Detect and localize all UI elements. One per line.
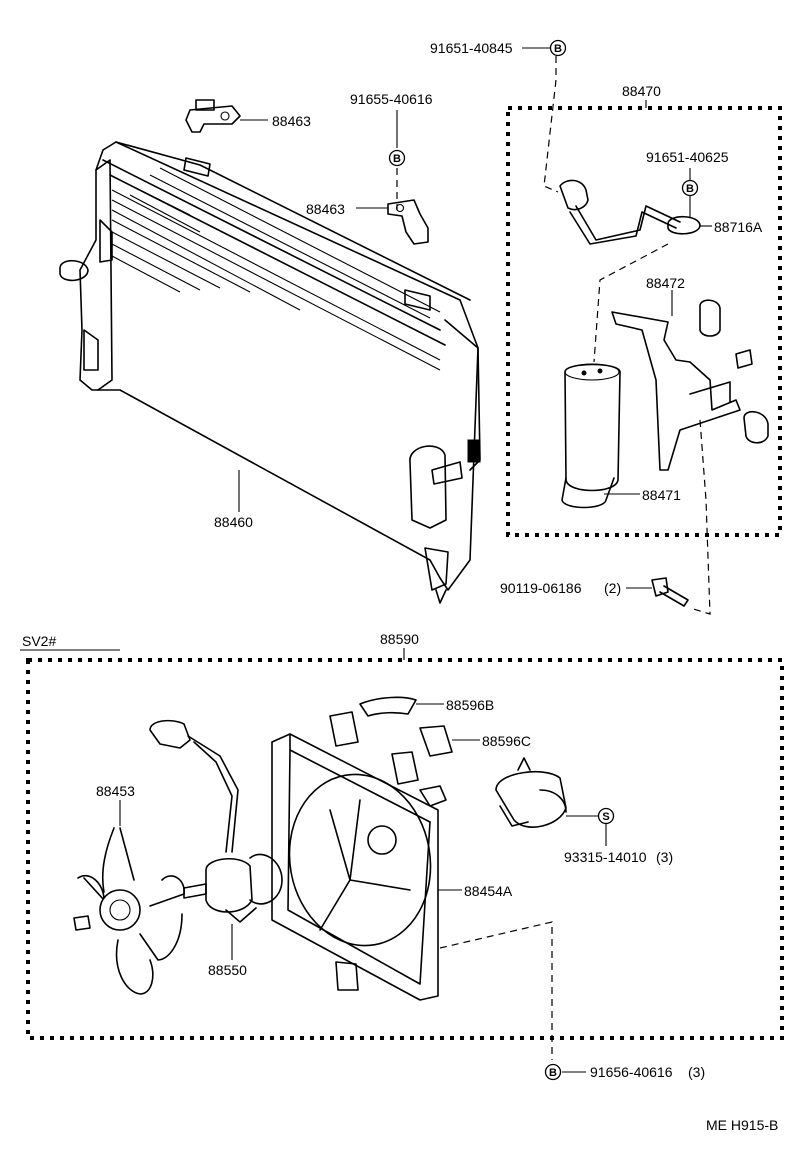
label-88596b: 88596B xyxy=(446,697,494,713)
assembly-88470-box xyxy=(506,100,782,537)
label-88590: 88590 xyxy=(380,631,419,647)
bracket-88463-top xyxy=(185,99,241,133)
fan-shroud-88454a xyxy=(271,711,447,1001)
label-90119-06186: 90119-06186 xyxy=(500,580,582,596)
code-b-mid: B xyxy=(388,149,406,167)
label-91656-40616: 91656-40616 xyxy=(590,1064,673,1080)
fan-motor-right xyxy=(495,757,567,828)
condenser-88460 xyxy=(59,141,481,604)
label-88463-mid: 88463 xyxy=(306,201,345,217)
label-91651-40625: 91651-40625 xyxy=(646,149,729,165)
drawing-reference: ME H915-B xyxy=(706,1117,778,1133)
code-s-93315: S xyxy=(597,807,615,825)
assembly-88590-box xyxy=(20,648,784,1040)
label-93315-14010: 93315-14010 xyxy=(564,849,647,865)
label-88453: 88453 xyxy=(96,783,135,799)
label-91651-40845: 91651-40845 xyxy=(430,40,513,56)
svg-text:B: B xyxy=(393,153,401,165)
code-b-bottom: B xyxy=(544,1063,562,1081)
label-88463-top: 88463 xyxy=(272,113,311,129)
label-88716a: 88716A xyxy=(714,219,763,235)
bracket-88463-mid xyxy=(387,199,429,245)
label-88454a: 88454A xyxy=(464,883,513,899)
seal-88596c xyxy=(419,725,453,757)
receiver-88471 xyxy=(561,363,621,509)
label-88470: 88470 xyxy=(622,83,661,99)
svg-text:S: S xyxy=(602,811,609,823)
label-93315-qty: (3) xyxy=(656,849,673,865)
leader-lines xyxy=(119,47,712,1073)
label-91655-40616: 91655-40616 xyxy=(350,91,433,107)
bolt-90119 xyxy=(651,577,689,607)
label-91656-qty: (3) xyxy=(688,1064,705,1080)
label-88471: 88471 xyxy=(642,487,681,503)
label-90119-qty: (2) xyxy=(604,580,621,596)
svg-text:B: B xyxy=(549,1067,557,1079)
code-b-88716a: B xyxy=(681,179,699,197)
label-88472: 88472 xyxy=(646,275,685,291)
bracket-88472 xyxy=(611,299,769,471)
code-b-top: B xyxy=(549,39,567,57)
seal-88596b xyxy=(359,696,417,717)
label-sv2: SV2# xyxy=(22,633,56,649)
svg-text:B: B xyxy=(686,183,694,195)
tube-88716a xyxy=(559,179,701,245)
label-88596c: 88596C xyxy=(482,733,531,749)
fan-motor-88550 xyxy=(149,719,283,923)
svg-text:B: B xyxy=(554,43,562,55)
part-labels: 91651-40845 88470 88463 91655-40616 8846… xyxy=(22,40,778,1133)
condenser-fins xyxy=(111,167,441,371)
label-88460: 88460 xyxy=(214,514,253,530)
fan-blade-88453 xyxy=(73,827,185,995)
label-88550: 88550 xyxy=(208,962,247,978)
